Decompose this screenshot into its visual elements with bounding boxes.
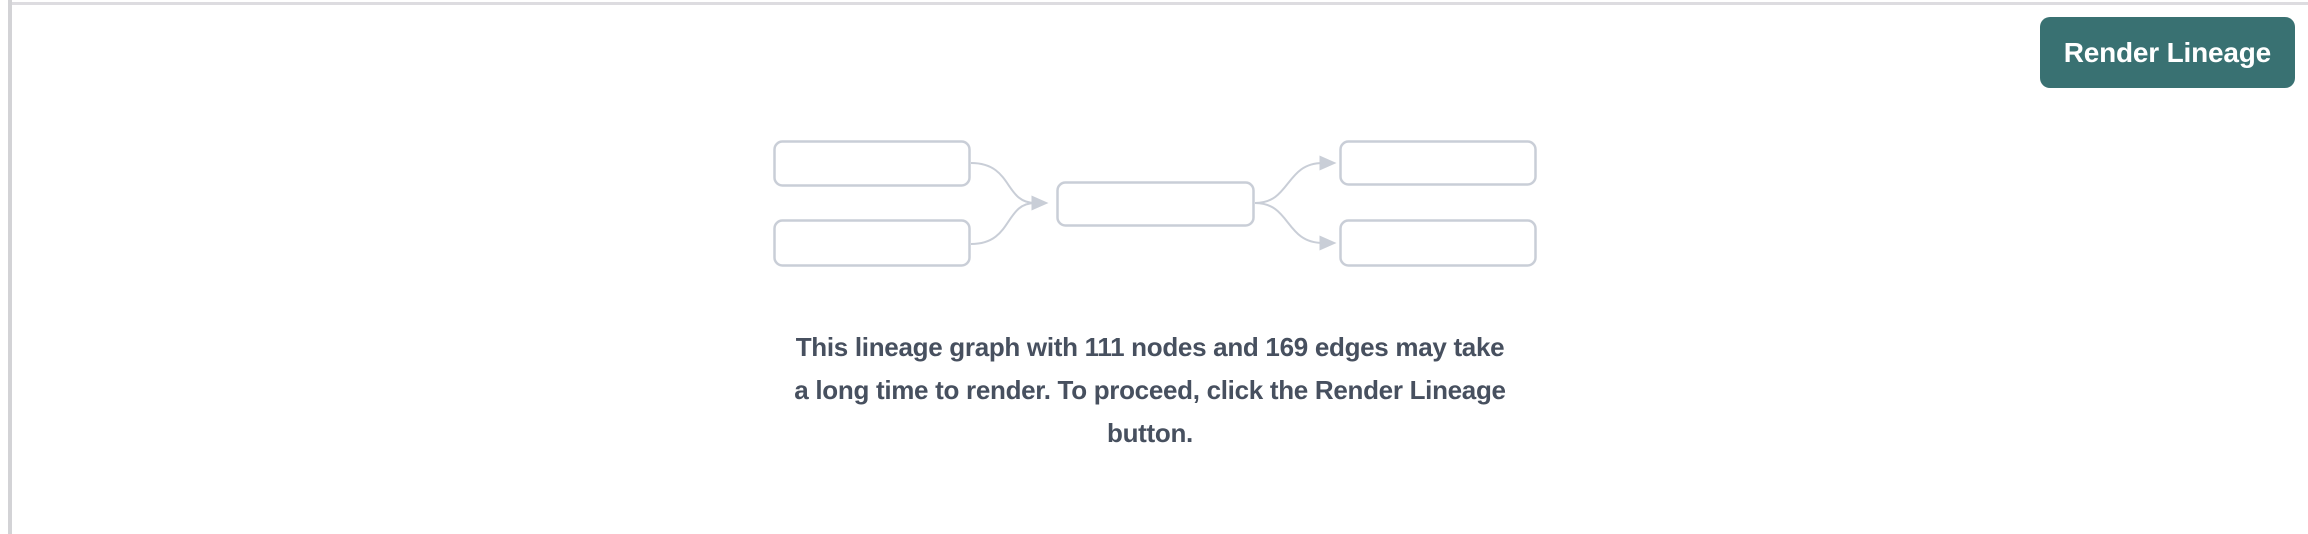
message-line-2: a long time to render. To proceed, click… bbox=[794, 375, 1506, 405]
message-line-1: This lineage graph with 111 nodes and 16… bbox=[795, 332, 1505, 362]
diagram-node-box bbox=[773, 219, 971, 267]
diagram-edge-arrow bbox=[970, 202, 1036, 245]
lineage-warning-message: This lineage graph with 111 nodes and 16… bbox=[794, 326, 1506, 455]
panel-top-border bbox=[12, 2, 2308, 5]
lineage-graph-placeholder-icon bbox=[773, 140, 1537, 267]
diagram-edge-arrow bbox=[970, 162, 1049, 211]
diagram-node-box bbox=[1056, 181, 1255, 227]
message-line-3: button. bbox=[1107, 418, 1193, 448]
diagram-node-box bbox=[1339, 219, 1537, 267]
panel-resize-gutter[interactable] bbox=[8, 0, 12, 534]
render-lineage-button[interactable]: Render Lineage bbox=[2039, 17, 2295, 88]
diagram-edge-arrow bbox=[1254, 202, 1337, 251]
diagram-edge-arrow bbox=[1254, 155, 1337, 204]
diagram-node-box bbox=[773, 140, 971, 187]
diagram-node-box bbox=[1339, 140, 1537, 186]
